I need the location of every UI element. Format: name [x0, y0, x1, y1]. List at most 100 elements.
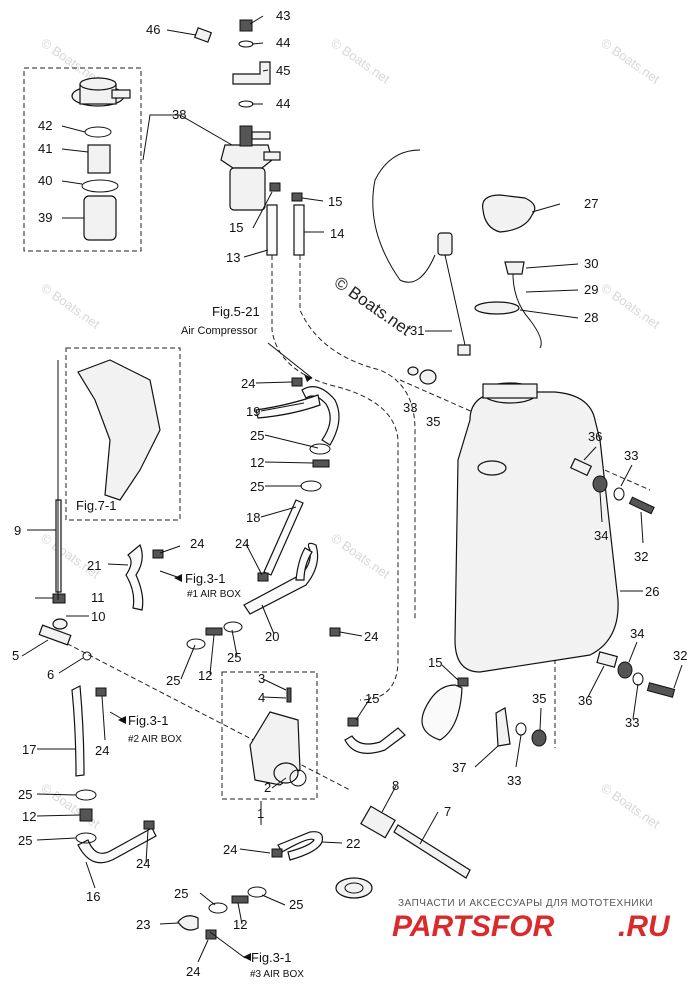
- callout-35: 35: [532, 691, 546, 706]
- fig-3-1-link-b[interactable]: Fig.3-1: [128, 713, 168, 728]
- callout-24: 24: [235, 536, 249, 551]
- callout-36: 36: [578, 693, 592, 708]
- nut-11: [52, 618, 68, 630]
- cap-clip: [504, 261, 525, 275]
- callout-10: 10: [91, 609, 105, 624]
- watermark-faint: © Boats.net: [598, 280, 663, 332]
- hose-20: [243, 542, 319, 615]
- callout-5: 5: [12, 648, 19, 663]
- callout-46: 46: [146, 22, 160, 37]
- callout-42: 42: [38, 118, 52, 133]
- callout-25: 25: [250, 428, 264, 443]
- watermark-faint: © Boats.net: [38, 780, 103, 832]
- hose-13: [266, 204, 278, 256]
- callout-15: 15: [428, 655, 442, 670]
- filter-exploded: [71, 77, 131, 241]
- callout-24: 24: [364, 629, 378, 644]
- callout-37: 37: [452, 760, 466, 775]
- callout-15: 15: [229, 220, 243, 235]
- watermark-faint: © Boats.net: [328, 530, 393, 582]
- callout-24: 24: [95, 743, 109, 758]
- callout-25: 25: [174, 886, 188, 901]
- callout-40: 40: [38, 173, 52, 188]
- callout-4: 4: [258, 690, 265, 705]
- oil-pump-box: [221, 671, 318, 800]
- grommet-33: [407, 366, 419, 376]
- callout-33: 33: [403, 400, 417, 415]
- callout-24: 24: [136, 856, 150, 871]
- footer-tagline: ЗАПЧАСТИ И АКСЕССУАРЫ ДЛЯ МОТОТЕХНИКИ: [398, 898, 653, 909]
- cap-gasket: [474, 301, 520, 315]
- callout-22: 22: [346, 836, 360, 851]
- watermark-faint: © Boats.net: [598, 35, 663, 87]
- callout-11: 11: [91, 590, 105, 605]
- callout-39: 39: [38, 210, 52, 225]
- callout-43: 43: [276, 8, 290, 23]
- callout-18: 18: [246, 510, 260, 525]
- callout-36: 36: [588, 429, 602, 444]
- callout-8: 8: [392, 778, 399, 793]
- callout-44: 44: [276, 35, 290, 50]
- fig-7-1-link[interactable]: Fig.7-1: [76, 498, 116, 513]
- dipstick: [372, 149, 471, 356]
- callout-23: 23: [136, 917, 150, 932]
- callout-25: 25: [18, 787, 32, 802]
- arrow-3-1-a: [174, 574, 182, 582]
- callout-38: 38: [172, 107, 186, 122]
- callout-12: 12: [198, 668, 212, 683]
- tank-cap: [482, 194, 536, 233]
- callout-25: 25: [18, 833, 32, 848]
- fig-5-21-link[interactable]: Fig.5-21: [212, 304, 260, 319]
- callout-34: 34: [630, 626, 644, 641]
- hose-14: [293, 204, 305, 256]
- arrow-3-1-c: [243, 953, 251, 961]
- callout-33: 33: [625, 715, 639, 730]
- washer-6: [82, 651, 92, 661]
- pump-route: [59, 639, 351, 791]
- callout-2: 2: [264, 780, 271, 795]
- callout-3: 3: [258, 671, 265, 686]
- callout-24: 24: [241, 376, 255, 391]
- fig-3-1-caption-c: #3 AIR BOX: [250, 969, 304, 980]
- callout-27: 27: [584, 196, 598, 211]
- tank-drain-hose: [421, 684, 463, 741]
- callout-24: 24: [186, 964, 200, 979]
- hose-19b: [255, 394, 321, 419]
- callout-1: 1: [257, 806, 264, 821]
- callout-6: 6: [47, 667, 54, 682]
- callout-34: 34: [594, 528, 608, 543]
- callout-17: 17: [22, 742, 36, 757]
- callout-7: 7: [444, 804, 451, 819]
- callout-20: 20: [265, 629, 279, 644]
- callout-15: 15: [365, 691, 379, 706]
- callout-33: 33: [624, 448, 638, 463]
- oil-route-right: [299, 255, 416, 620]
- watermark-main: © Boats.net: [331, 273, 415, 340]
- pump-outlet-hose: [344, 727, 406, 754]
- callout-24: 24: [223, 842, 237, 857]
- callout-25: 25: [166, 673, 180, 688]
- callout-25: 25: [289, 897, 303, 912]
- callout-26: 26: [645, 584, 659, 599]
- fig-5-21-caption: Air Compressor: [181, 325, 258, 337]
- fig-3-1-link-a[interactable]: Fig.3-1: [185, 571, 225, 586]
- callout-12: 12: [22, 809, 36, 824]
- fig-3-1-link-c[interactable]: Fig.3-1: [251, 950, 291, 965]
- arrow-3-1-b: [118, 716, 126, 724]
- grommet-35: [419, 369, 437, 385]
- hose-20b: [295, 547, 313, 581]
- hose-18: [263, 499, 304, 576]
- callout-32: 32: [634, 549, 648, 564]
- filter-bracket: [193, 19, 271, 108]
- callout-25: 25: [227, 650, 241, 665]
- watermark-faint: © Boats.net: [38, 530, 103, 582]
- callout-12: 12: [250, 455, 264, 470]
- figure-references: Fig.5-21 Air Compressor Fig.7-1 Fig.3-1 …: [76, 304, 304, 980]
- tank-mount-lower: [495, 651, 676, 747]
- oil-filter-assembly: [220, 125, 281, 211]
- callout-19: 19: [246, 404, 260, 419]
- arrow-5-21: [304, 374, 312, 382]
- fig-3-1-caption-a: #1 AIR BOX: [187, 589, 241, 600]
- bracket-detail-box: [65, 347, 181, 521]
